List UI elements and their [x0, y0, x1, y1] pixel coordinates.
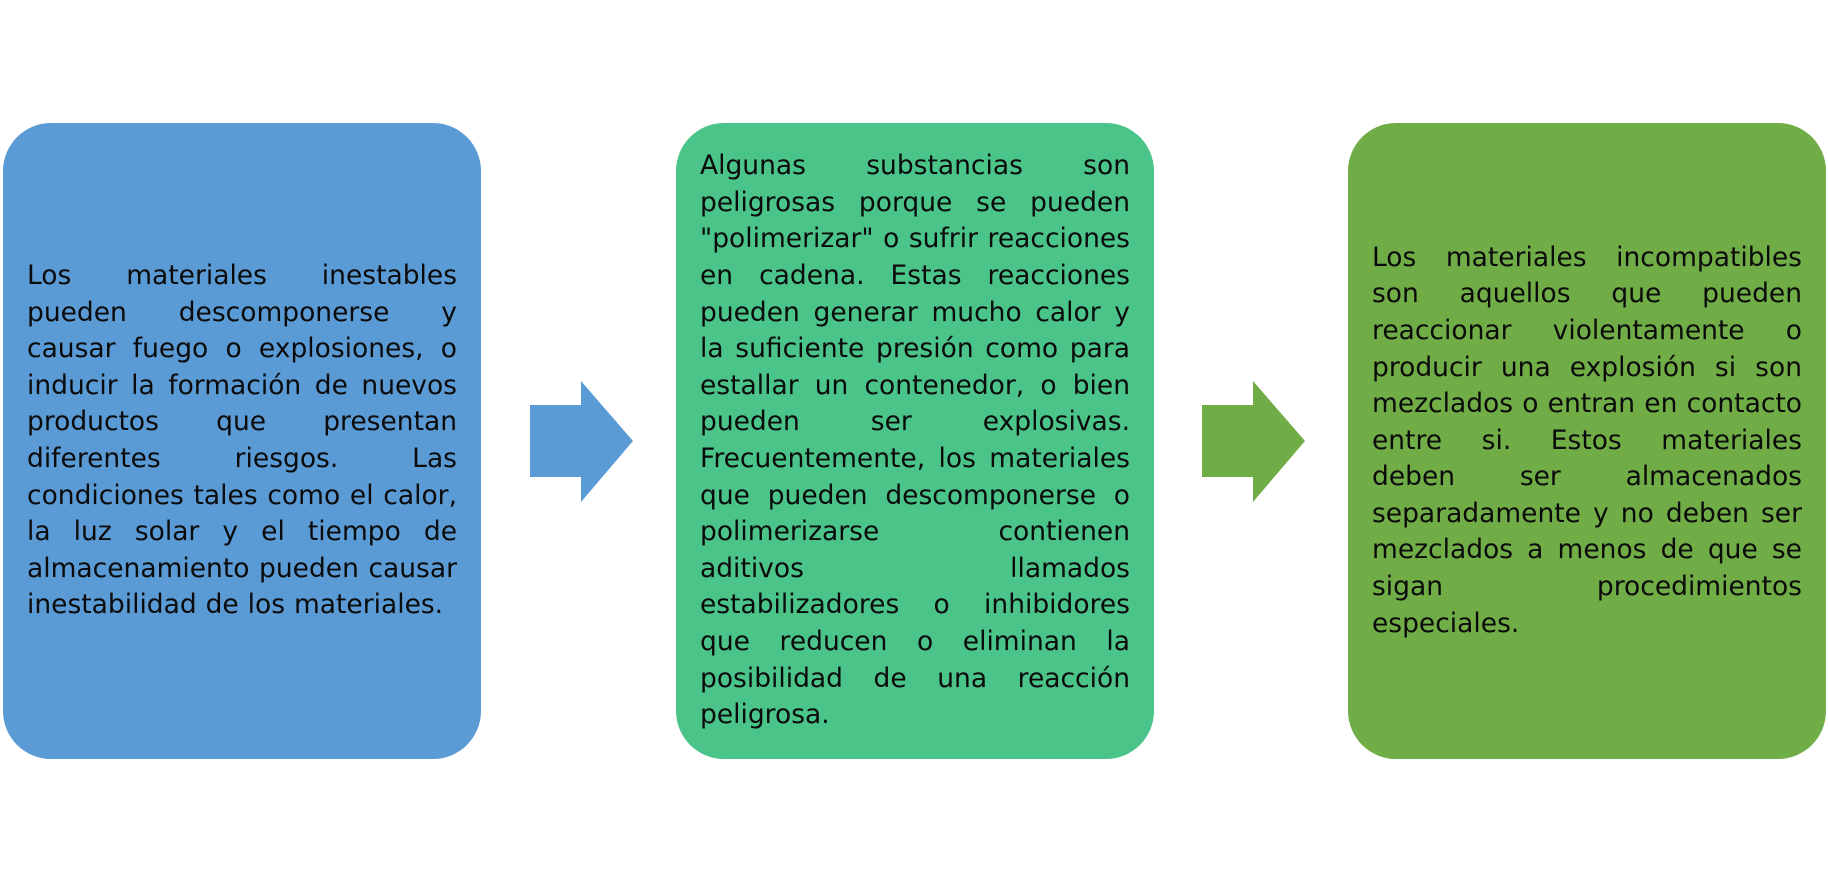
process-box-text: Los materiales incompatibles son aquello… [1372, 241, 1802, 639]
process-box-text: Los materiales inestables pueden descomp… [27, 260, 457, 621]
right-arrow-icon-shape [1202, 381, 1305, 502]
process-box-unstable-materials: Los materiales inestables pueden descomp… [3, 123, 481, 759]
process-box-polymerization: Algunas substancias son peligrosas porqu… [676, 123, 1154, 759]
process-box-text: Algunas substancias son peligrosas porqu… [700, 150, 1130, 731]
right-arrow-icon-shape [530, 381, 633, 502]
right-arrow-icon [530, 381, 633, 502]
right-arrow-icon [1202, 381, 1305, 502]
process-box-incompatible-materials: Los materiales incompatibles son aquello… [1348, 123, 1826, 759]
